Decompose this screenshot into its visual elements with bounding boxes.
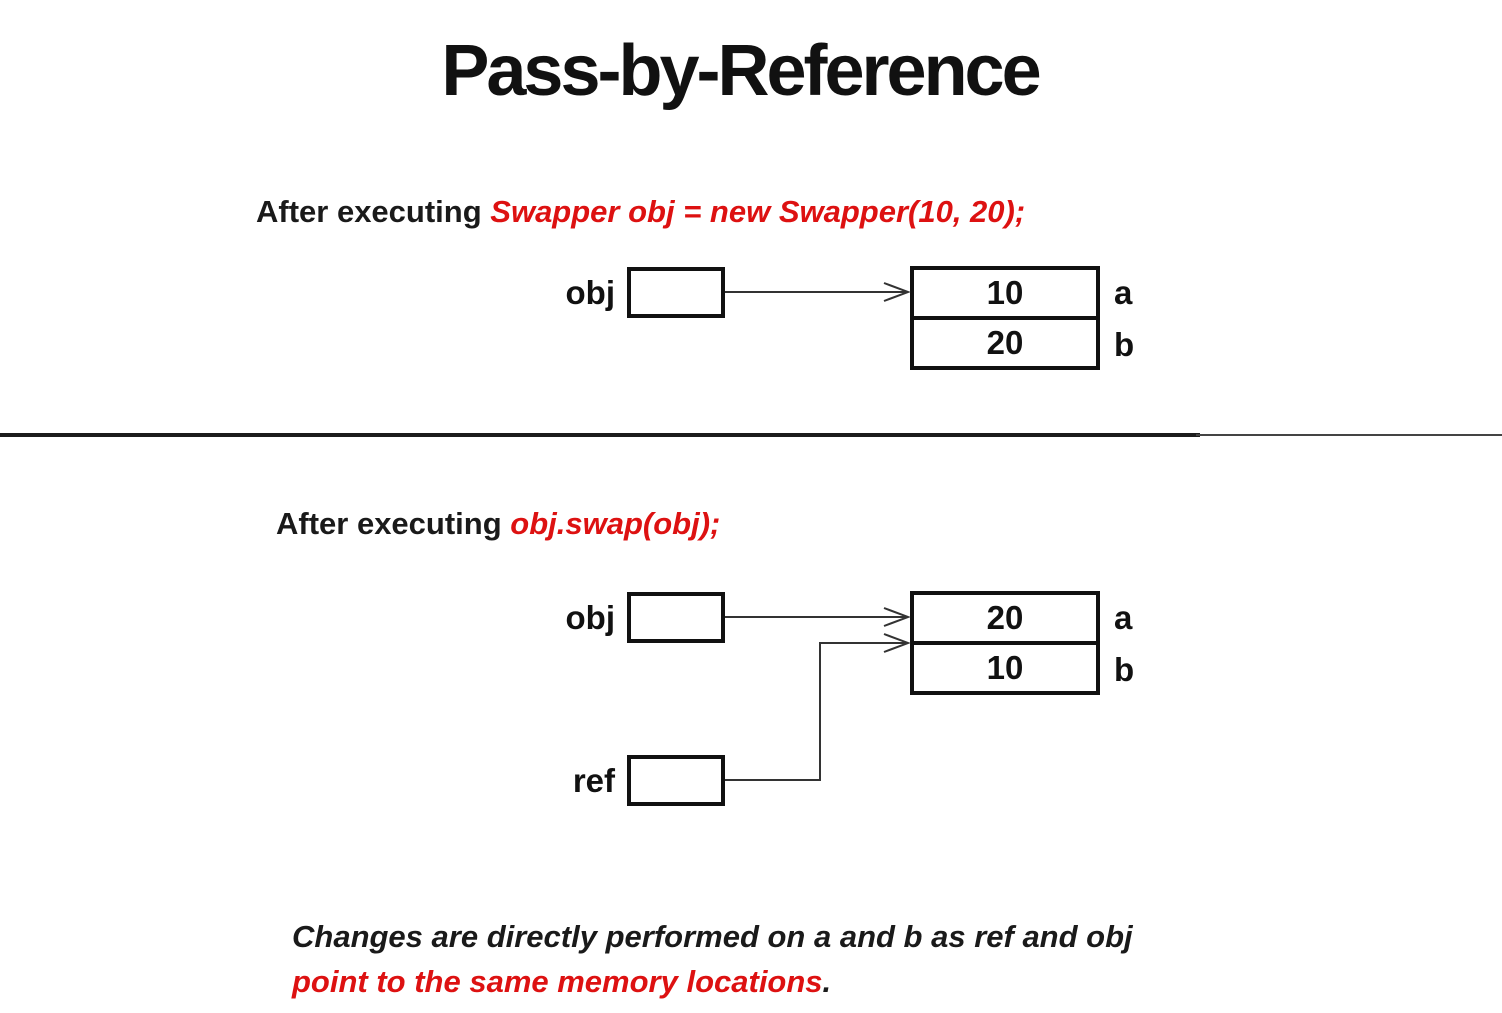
slide-title: Pass-by-Reference	[441, 31, 1041, 111]
field-label-b-2: b	[1114, 651, 1135, 688]
memory-value-b-2: 10	[986, 649, 1024, 686]
memory-value-b-1: 20	[986, 324, 1024, 361]
arrow-obj-2-head-icon	[883, 607, 911, 627]
pointer-label-obj-2: obj	[565, 599, 615, 636]
caption-swap-code: obj.swap(obj);	[510, 506, 721, 541]
section-divider-line-thin	[1196, 434, 1502, 436]
caption-constructor-code: Swapper obj = new Swapper(10, 20);	[490, 194, 1026, 229]
pointer-label-ref: ref	[572, 762, 615, 799]
field-label-a-1: a	[1114, 274, 1133, 311]
field-label-a-2: a	[1114, 599, 1133, 636]
arrow-ref-head-icon	[883, 633, 911, 653]
field-label-b-1: b	[1114, 326, 1135, 363]
pointer-box-ref	[627, 755, 725, 806]
footer-note: Changes are directly performed on a and …	[292, 914, 1133, 1004]
caption-swap: After executing obj.swap(obj);	[276, 504, 720, 544]
pointer-label-obj-1: obj	[565, 274, 615, 311]
memory-cell-b-1: 20	[914, 320, 1096, 366]
memory-value-a-1: 10	[986, 274, 1024, 311]
footer-line-2-period: .	[822, 964, 832, 999]
caption-constructor-prefix: After executing	[256, 194, 491, 229]
footer-line-2-red: point to the same memory locations	[292, 964, 823, 999]
section-divider-line	[0, 433, 1200, 437]
caption-constructor: After executing Swapper obj = new Swappe…	[256, 192, 1025, 232]
footer-line-1: Changes are directly performed on a and …	[292, 919, 1133, 954]
memory-value-a-2: 20	[986, 599, 1024, 636]
caption-swap-prefix: After executing	[276, 506, 511, 541]
memory-cell-a-1: 10	[914, 270, 1096, 320]
pointer-box-obj-2	[627, 592, 725, 643]
memory-box-2: 20 10	[910, 591, 1100, 695]
arrow-obj-1-head-icon	[883, 282, 911, 302]
memory-cell-a-2: 20	[914, 595, 1096, 645]
footer-line-2: point to the same memory locations.	[292, 959, 1133, 1004]
memory-box-1: 10 20	[910, 266, 1100, 370]
pointer-box-obj-1	[627, 267, 725, 318]
memory-cell-b-2: 10	[914, 645, 1096, 691]
arrow-ref-line	[725, 642, 906, 781]
